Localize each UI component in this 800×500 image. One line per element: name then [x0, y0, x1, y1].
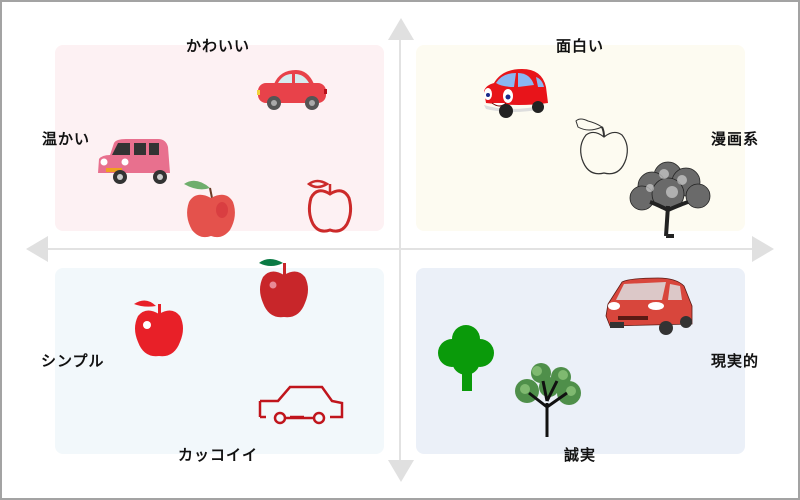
- pink-kei-car-icon: [96, 137, 172, 187]
- red-apple-icon: [132, 298, 186, 360]
- label-omoshiroi: 面白い: [556, 37, 605, 55]
- red-outline-apple-icon: [305, 178, 357, 238]
- smiling-cartoon-car-icon: [480, 67, 552, 119]
- illustrated-tree-icon: [513, 363, 583, 437]
- arrow-left-icon: [26, 236, 48, 262]
- arrow-right-icon: [752, 236, 774, 262]
- vertical-axis: [399, 30, 401, 470]
- quadrant-bottom-left: [55, 268, 384, 454]
- label-kakkoii: カッコイイ: [178, 446, 259, 464]
- label-atatakai: 温かい: [42, 130, 91, 148]
- label-kawaii: かわいい: [186, 37, 251, 55]
- realistic-red-car-icon: [604, 276, 694, 336]
- sketch-apple-icon: [574, 117, 634, 179]
- glossy-apple-icon: [257, 257, 311, 319]
- label-genjitsuteki: 現実的: [711, 352, 760, 370]
- car-outline-icon: [256, 385, 346, 427]
- arrow-up-icon: [388, 18, 414, 40]
- label-seijitsu: 誠実: [564, 446, 597, 464]
- label-mangakei: 漫画系: [711, 130, 760, 148]
- arrow-down-icon: [388, 460, 414, 482]
- green-tree-icon: [438, 325, 496, 393]
- red-cartoon-car-icon: [256, 68, 328, 112]
- watercolor-apple-icon: [180, 176, 242, 240]
- label-simple: シンプル: [41, 352, 105, 370]
- sketch-tree-icon: [628, 158, 712, 238]
